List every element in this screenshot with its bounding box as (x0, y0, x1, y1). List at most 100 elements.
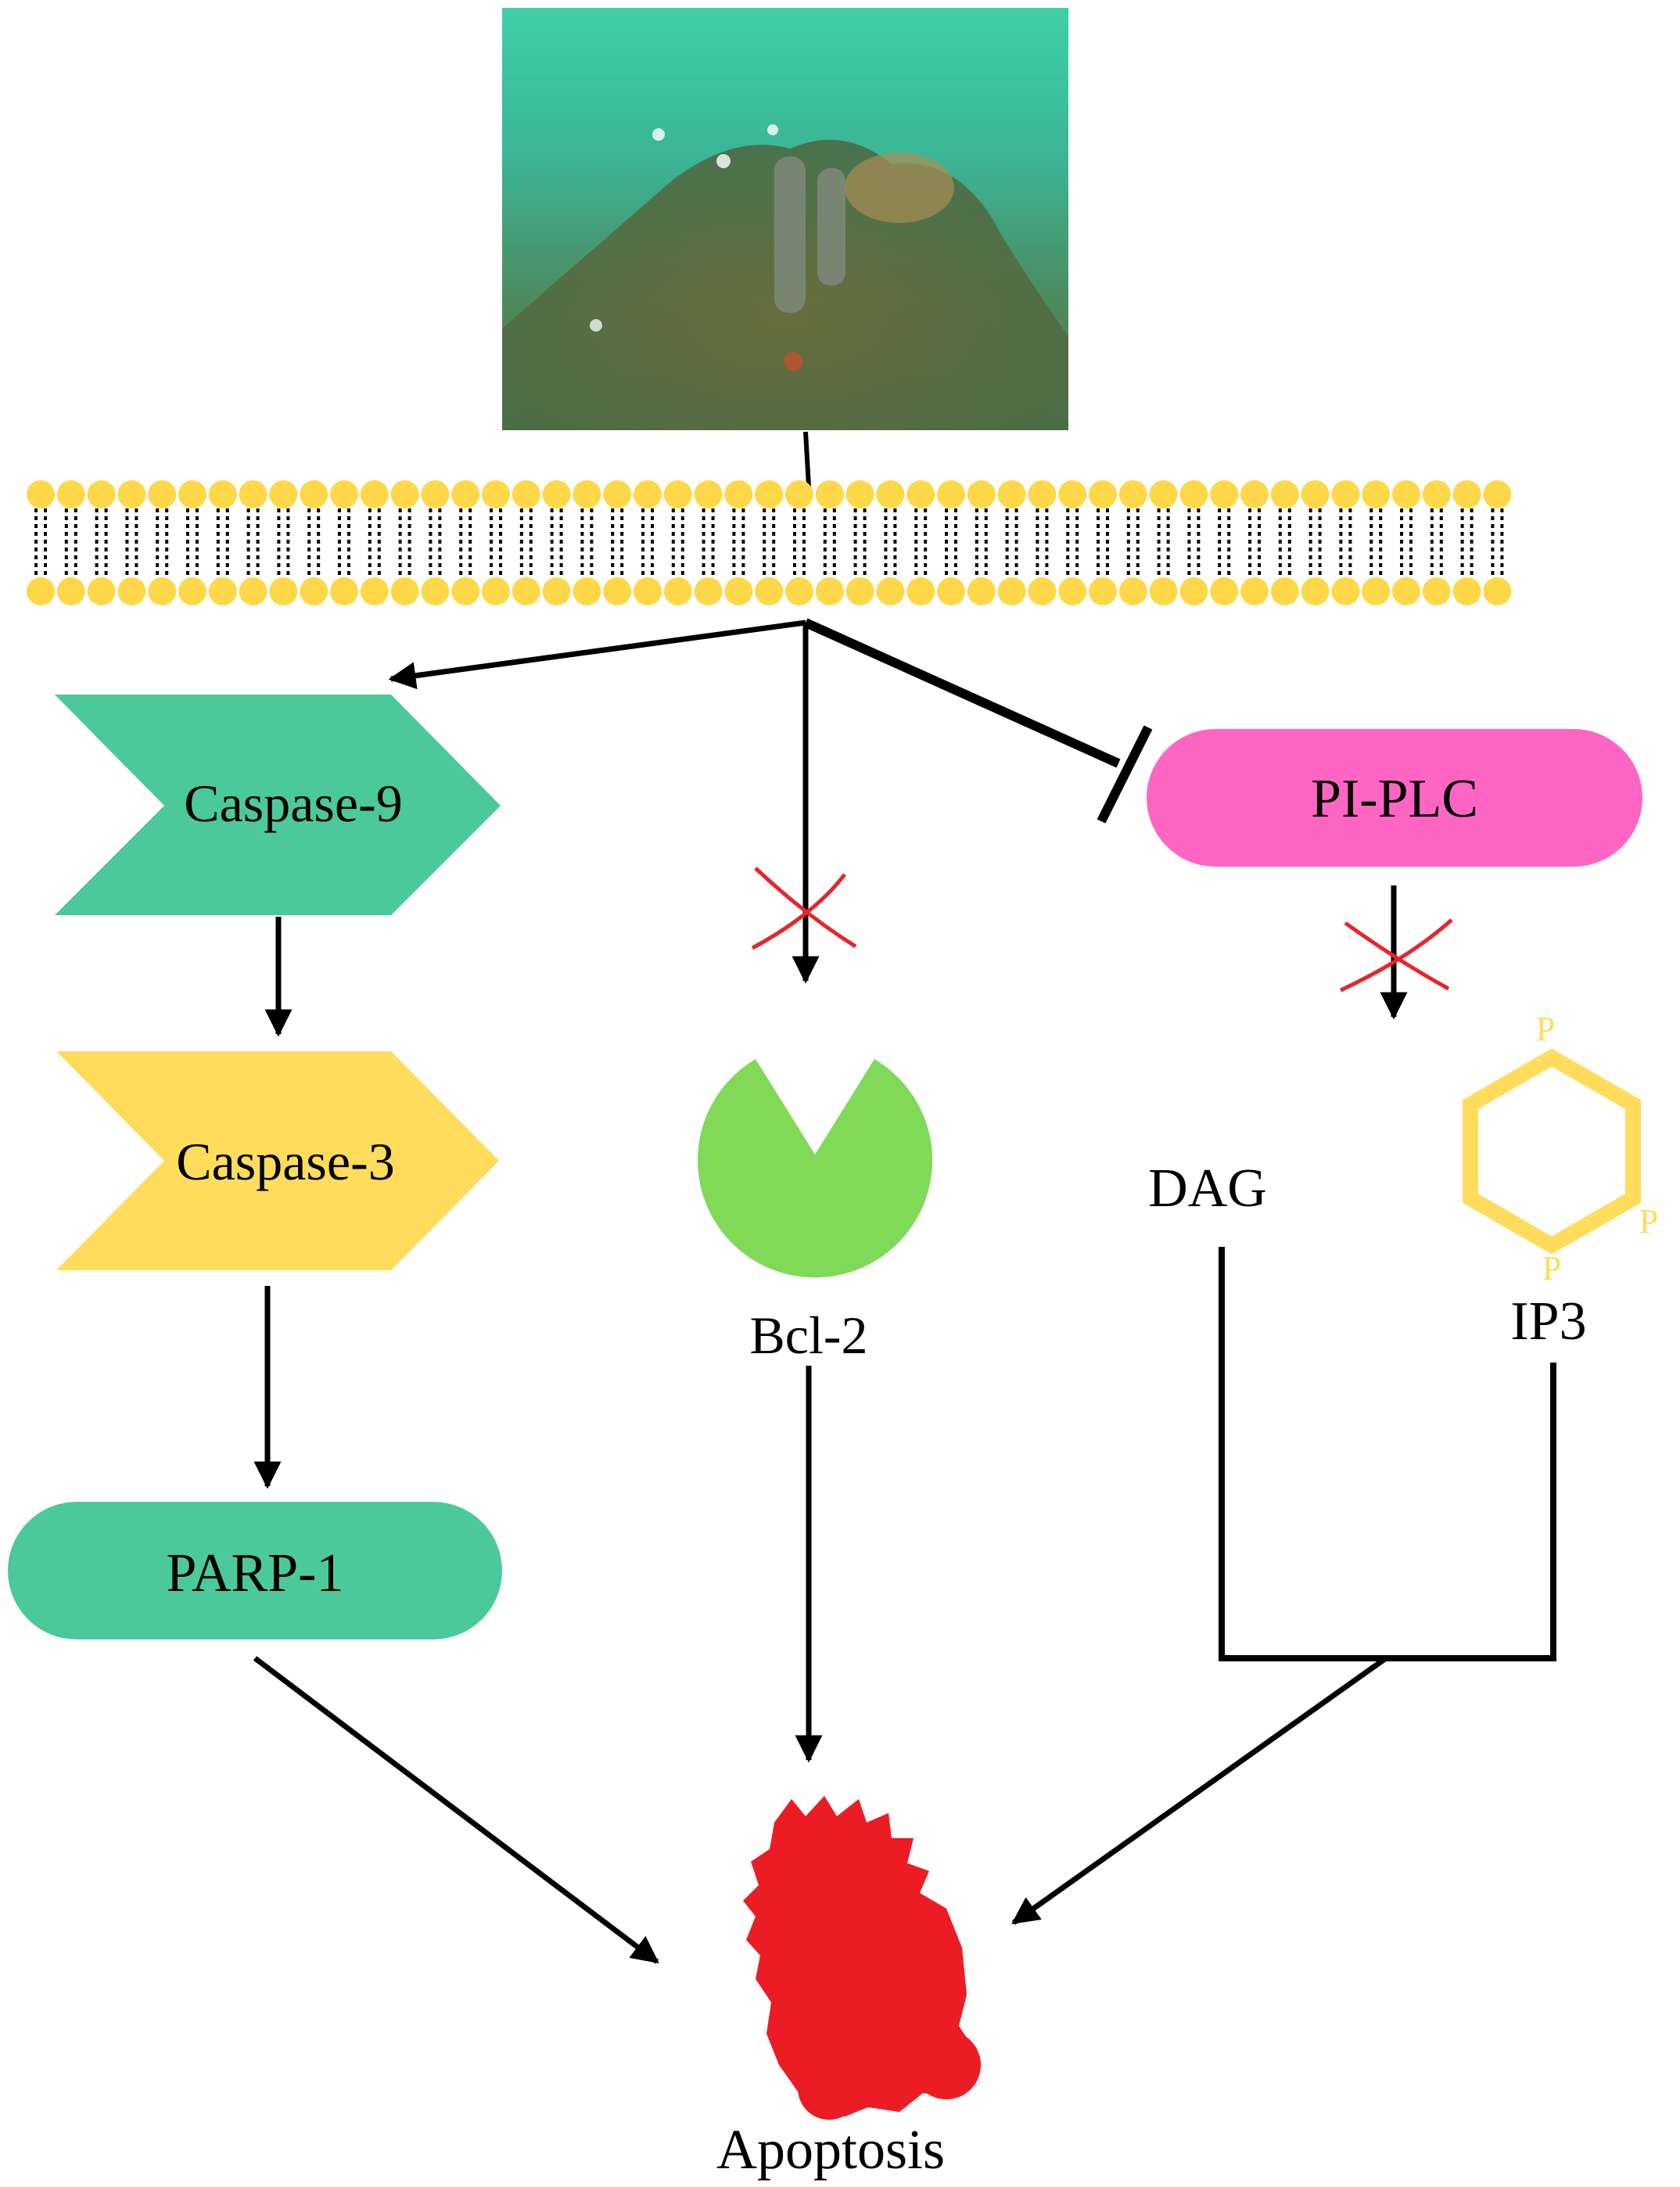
lipid-head (1149, 480, 1178, 508)
lipid-head (634, 480, 662, 508)
lipid-head (1028, 577, 1057, 605)
caspase3-node: Caspase-3 (56, 1051, 499, 1270)
apoptosis-node: Apoptosis (716, 1796, 981, 2181)
arrow-bracket-to-apoptosis (1011, 1656, 1388, 1925)
lipid-head (1240, 577, 1269, 605)
lipid-head (967, 480, 996, 508)
lipid-head (178, 577, 206, 605)
apoptosis-label: Apoptosis (716, 2118, 945, 2181)
lipid-head (876, 577, 905, 605)
lipid-head (1058, 480, 1087, 508)
lipid-head (1118, 480, 1147, 508)
lipid-head (1089, 480, 1117, 508)
lipid-head (360, 480, 389, 508)
lipid-head (724, 577, 753, 605)
hexagon-ring-icon (1463, 1048, 1641, 1255)
lipid-head (937, 577, 965, 605)
lipid-head (300, 577, 328, 605)
lipid-head (573, 577, 601, 605)
caspase9-label: Caspase-9 (184, 774, 402, 833)
lipid-bilayer-membrane (27, 480, 1512, 605)
lipid-head (663, 480, 692, 508)
lipid-head (845, 577, 874, 605)
lipid-head (208, 577, 237, 605)
lipid-head (1331, 480, 1360, 508)
lipid-head (239, 480, 267, 508)
piplc-label: PI-PLC (1311, 769, 1478, 829)
lipid-head (451, 480, 480, 508)
caspase3-label: Caspase-3 (176, 1132, 394, 1191)
phosphate-top: P (1536, 1010, 1555, 1048)
arrow-to-caspase9 (388, 619, 806, 690)
lipid-head (755, 577, 784, 605)
lipid-head (300, 480, 328, 508)
lipid-head (906, 480, 935, 508)
piplc-node: PI-PLC (1147, 729, 1642, 867)
lipid-head (117, 577, 146, 605)
lipid-head (330, 577, 358, 605)
lipid-head (1392, 577, 1420, 605)
lipid-head (937, 480, 965, 508)
lipid-head (997, 577, 1026, 605)
lipid-head (87, 480, 116, 508)
lipid-head (603, 480, 632, 508)
lipid-head (1422, 577, 1451, 605)
phosphate-bottom: P (1542, 1249, 1561, 1287)
lipid-head (1058, 577, 1087, 605)
lipid-head (815, 577, 844, 605)
dag-label: DAG (1148, 1158, 1267, 1219)
lipid-head (785, 480, 813, 508)
lipid-head (451, 577, 480, 605)
lipid-head (1179, 480, 1208, 508)
lipid-head (512, 577, 540, 605)
lipid-head (1422, 480, 1451, 508)
lipid-head (1240, 480, 1269, 508)
lipid-head (27, 480, 55, 508)
lipid-head (1331, 577, 1360, 605)
lipid-head (997, 480, 1026, 508)
red-x-icon (751, 867, 857, 950)
parp1-node: PARP-1 (8, 1502, 502, 1639)
lipid-head (421, 577, 450, 605)
lipid-head (1270, 577, 1299, 605)
lipid-head (239, 577, 267, 605)
inhibition-to-piplc (803, 618, 1153, 824)
lipid-head (1210, 577, 1239, 605)
lipid-head (1362, 480, 1391, 508)
lipid-head (330, 480, 358, 508)
lipid-head (694, 577, 723, 605)
lipid-head (755, 480, 784, 508)
lipid-head (390, 480, 419, 508)
apoptotic-cell-icon (743, 1796, 981, 2120)
lipid-head (1118, 577, 1147, 605)
lipid-head (269, 577, 298, 605)
lipid-head (360, 577, 389, 605)
lipid-head (1392, 480, 1420, 508)
lipid-head (208, 480, 237, 508)
lipid-head (482, 480, 510, 508)
lipid-head (542, 577, 571, 605)
photo-connector-line (803, 431, 811, 487)
bcl2-node: Bcl-2 (698, 1059, 932, 1365)
lipid-head (56, 577, 85, 605)
bcl2-label: Bcl-2 (749, 1305, 867, 1365)
lipid-head (1210, 480, 1239, 508)
phosphate-right: P (1639, 1202, 1658, 1241)
ip3-node: P P P IP3 (1463, 1010, 1658, 1352)
lipid-head (56, 480, 85, 508)
lipid-head (634, 577, 662, 605)
lipid-head (1301, 577, 1330, 605)
red-x-icon (1339, 918, 1453, 993)
lipid-head (1028, 480, 1057, 508)
pacman-receptor-icon (698, 1059, 932, 1278)
parp1-label: PARP-1 (167, 1543, 344, 1603)
lipid-head (482, 577, 510, 605)
lipid-head (27, 577, 55, 605)
ip3-label: IP3 (1510, 1291, 1586, 1352)
lipid-head (815, 480, 844, 508)
lipid-head (390, 577, 419, 605)
arrow-parp1-to-apoptosis (253, 1656, 659, 1964)
lipid-head (573, 480, 601, 508)
lipid-head (845, 480, 874, 508)
